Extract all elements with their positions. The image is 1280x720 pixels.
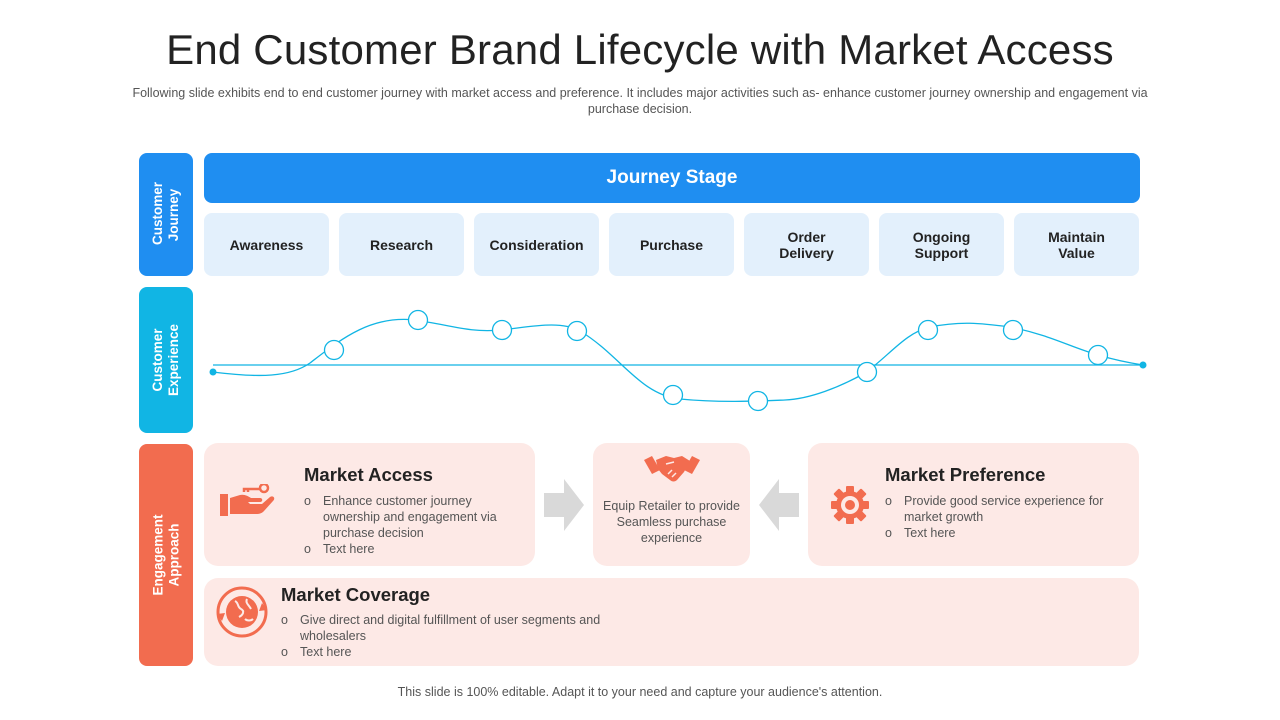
experience-point — [1002, 319, 1024, 341]
experience-point — [491, 319, 513, 341]
stage-awareness: Awareness — [204, 213, 329, 276]
market-access-bullets: Enhance customer journey ownership and e… — [304, 493, 519, 557]
customer-experience-label-text: Customer Experience — [150, 323, 182, 397]
experience-point — [747, 390, 769, 412]
footer-note: This slide is 100% editable. Adapt it to… — [397, 685, 883, 699]
engagement-approach-label: Engagement Approach — [139, 444, 193, 666]
experience-point — [856, 361, 878, 383]
market-coverage-title: Market Coverage — [281, 584, 431, 605]
customer-journey-label-text: Customer Journey — [150, 181, 181, 245]
stage-purchase: Purchase — [609, 213, 734, 276]
experience-start-dot — [209, 368, 217, 376]
list-item: Enhance customer journey ownership and e… — [304, 493, 519, 541]
stage-consideration: Consideration — [474, 213, 599, 276]
experience-point — [323, 339, 345, 361]
gear-icon — [831, 486, 869, 524]
arrow-left-icon — [759, 479, 799, 531]
stage-order-delivery: Order Delivery — [744, 213, 869, 276]
customer-journey-label: Customer Journey — [139, 153, 193, 276]
list-item: Text here — [304, 541, 519, 557]
globe-cycle-icon — [216, 586, 268, 638]
list-item: Text here — [281, 644, 601, 660]
engagement-approach-label-text: Engagement Approach — [150, 514, 182, 596]
experience-point — [662, 384, 684, 406]
arrow-right-icon — [544, 479, 584, 531]
hand-key-icon — [220, 484, 275, 516]
stage-ongoing-support: Ongoing Support — [879, 213, 1004, 276]
experience-point — [566, 320, 588, 342]
list-item: Provide good service experience for mark… — [885, 493, 1120, 525]
list-item: Text here — [885, 525, 1120, 541]
market-access-title: Market Access — [304, 464, 433, 485]
center-retailer-text: Equip Retailer to provide Seamless purch… — [603, 499, 740, 545]
experience-end-dot — [1139, 361, 1147, 369]
list-item: Give direct and digital fulfillment of u… — [281, 612, 601, 644]
experience-curve-chart — [209, 309, 1147, 412]
customer-experience-label: Customer Experience — [139, 287, 193, 433]
page-subtitle: Following slide exhibits end to end cust… — [132, 86, 1148, 116]
market-coverage-bullets: Give direct and digital fulfillment of u… — [281, 612, 601, 660]
market-preference-bullets: Provide good service experience for mark… — [885, 493, 1120, 541]
experience-point — [1087, 344, 1109, 366]
stage-research: Research — [339, 213, 464, 276]
page-title: End Customer Brand Lifecycle with Market… — [166, 26, 1114, 73]
stage-maintain-value: Maintain Value — [1014, 213, 1139, 276]
experience-point — [917, 319, 939, 341]
market-preference-title: Market Preference — [885, 464, 1046, 485]
experience-point — [407, 309, 429, 331]
journey-stage-header: Journey Stage — [204, 153, 1140, 203]
handshake-icon — [644, 456, 700, 482]
